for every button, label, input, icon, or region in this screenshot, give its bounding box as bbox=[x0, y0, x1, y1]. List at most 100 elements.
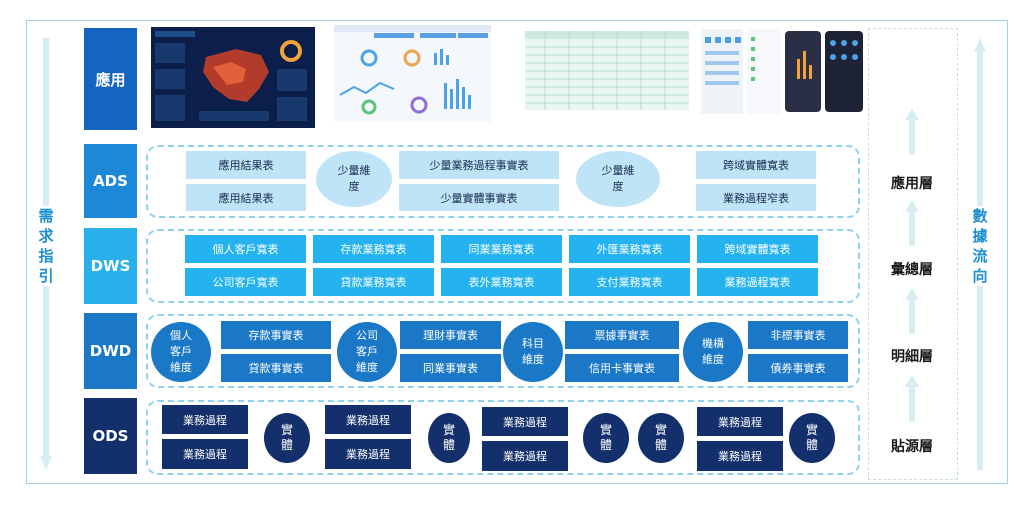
ods-process-box: 業務過程 bbox=[162, 405, 248, 434]
right-label-char: 流 bbox=[972, 247, 988, 265]
layer-name-source: 貼源層 bbox=[891, 439, 933, 455]
dws-table: 支付業務寬表 bbox=[569, 268, 690, 296]
dwd-dimension-text: 客戶 bbox=[356, 345, 378, 358]
layer-name-column bbox=[868, 28, 958, 480]
dws-table: 表外業務寬表 bbox=[441, 268, 562, 296]
dwd-dimension-text: 科目 bbox=[522, 337, 544, 350]
left-side-label: 需 求 指 引 bbox=[35, 206, 57, 286]
layer-label-app: 應用 bbox=[84, 28, 137, 130]
ods-entity-circle: 實 體 bbox=[264, 413, 310, 463]
ods-entity-text: 實 bbox=[805, 423, 818, 437]
ods-entity-text: 體 bbox=[442, 438, 455, 452]
dwd-table: 貸款事實表 bbox=[221, 354, 331, 382]
dws-table: 跨域實體寬表 bbox=[697, 235, 818, 263]
ods-group bbox=[146, 400, 860, 475]
ods-process-box: 業務過程 bbox=[697, 407, 783, 436]
mobile-screenshots bbox=[701, 29, 865, 114]
up-arrow-icon bbox=[905, 200, 919, 246]
report-screenshot-table bbox=[525, 31, 689, 110]
dwd-table: 同業事實表 bbox=[400, 354, 501, 382]
dwd-dimension-text: 維度 bbox=[522, 353, 544, 366]
dws-table: 貸款業務寬表 bbox=[313, 268, 434, 296]
dwd-table: 債券事實表 bbox=[748, 354, 848, 382]
dws-table: 公司客戶寬表 bbox=[185, 268, 306, 296]
dwd-dimension-text: 維度 bbox=[170, 361, 192, 374]
ads-dimension-text: 少量維 bbox=[337, 164, 371, 177]
ods-entity-text: 實 bbox=[280, 423, 293, 437]
dwd-dimension-text: 機構 bbox=[702, 337, 724, 350]
dwd-table: 存款事實表 bbox=[221, 321, 331, 349]
up-arrow-icon bbox=[905, 288, 919, 334]
up-arrow-icon bbox=[905, 108, 919, 154]
ads-dimension-text: 度 bbox=[348, 180, 360, 193]
layer-name-detail: 明細層 bbox=[891, 349, 933, 365]
ods-entity-text: 體 bbox=[654, 438, 667, 452]
dws-table: 外匯業務寬表 bbox=[569, 235, 690, 263]
ods-process-box: 業務過程 bbox=[482, 441, 568, 471]
ods-entity-circle: 實 體 bbox=[428, 413, 470, 463]
ods-entity-text: 體 bbox=[280, 438, 293, 452]
ods-entity-text: 體 bbox=[599, 438, 612, 452]
layer-name-app: 應用層 bbox=[891, 176, 933, 192]
left-label-char: 引 bbox=[38, 267, 54, 285]
left-label-char: 求 bbox=[38, 227, 54, 245]
dws-table: 存款業務寬表 bbox=[313, 235, 434, 263]
ads-table: 業務過程窄表 bbox=[696, 184, 816, 211]
dws-table: 個人客戶寬表 bbox=[185, 235, 306, 263]
ads-table: 少量實體事實表 bbox=[399, 184, 559, 211]
ods-entity-text: 實 bbox=[599, 423, 612, 437]
dwd-dimension-circle: 機構 維度 bbox=[683, 322, 743, 382]
ods-process-box: 業務過程 bbox=[325, 439, 411, 469]
dwd-dimension-circle: 公司 客戶 維度 bbox=[337, 322, 397, 382]
left-label-char: 需 bbox=[38, 207, 54, 225]
diagram-frame bbox=[26, 20, 1008, 484]
ods-entity-circle: 實 體 bbox=[789, 413, 835, 463]
layer-label-ods: ODS bbox=[84, 398, 137, 474]
dwd-table: 非標事實表 bbox=[748, 321, 848, 349]
right-side-label: 數 據 流 向 bbox=[969, 206, 991, 286]
up-arrow-icon bbox=[905, 375, 919, 421]
dwd-table: 理財事實表 bbox=[400, 321, 501, 349]
ads-table: 跨域實體寬表 bbox=[696, 151, 816, 179]
dwd-dimension-circle: 個人 客戶 維度 bbox=[151, 322, 211, 382]
dwd-dimension-text: 個人 bbox=[170, 329, 192, 342]
ods-entity-text: 實 bbox=[654, 423, 667, 437]
dwd-group bbox=[146, 314, 860, 388]
ads-dimension-text: 度 bbox=[612, 180, 624, 193]
dws-table: 業務過程寬表 bbox=[697, 268, 818, 296]
ads-dimension-ellipse: 少量維 度 bbox=[576, 151, 660, 207]
dashboard-screenshot-map bbox=[151, 27, 315, 128]
ads-dimension-ellipse: 少量維 度 bbox=[316, 151, 392, 207]
ods-process-box: 業務過程 bbox=[162, 439, 248, 469]
ods-process-box: 業務過程 bbox=[325, 405, 411, 434]
dws-table: 同業業務寬表 bbox=[441, 235, 562, 263]
ads-dimension-text: 少量維 bbox=[601, 164, 635, 177]
right-label-char: 據 bbox=[972, 227, 988, 245]
ods-entity-circle: 實 體 bbox=[638, 413, 684, 463]
ods-entity-text: 實 bbox=[442, 423, 455, 437]
layer-label-ads: ADS bbox=[84, 144, 137, 218]
left-label-char: 指 bbox=[38, 247, 54, 265]
right-label-char: 數 bbox=[972, 207, 988, 225]
ads-table: 應用結果表 bbox=[186, 184, 306, 211]
ods-entity-circle: 實 體 bbox=[583, 413, 629, 463]
dwd-dimension-text: 客戶 bbox=[170, 345, 192, 358]
dwd-dimension-text: 公司 bbox=[356, 329, 378, 342]
layer-name-summary: 彙總層 bbox=[891, 262, 933, 278]
ads-table: 少量業務過程事實表 bbox=[399, 151, 559, 179]
dwd-dimension-text: 維度 bbox=[702, 353, 724, 366]
ads-table: 應用結果表 bbox=[186, 151, 306, 179]
dwd-table: 信用卡事實表 bbox=[565, 354, 679, 382]
ads-group bbox=[146, 145, 860, 218]
layer-label-dwd: DWD bbox=[84, 313, 137, 389]
ods-entity-text: 體 bbox=[805, 438, 818, 452]
dwd-dimension-text: 維度 bbox=[356, 361, 378, 374]
dwd-dimension-circle: 科目 維度 bbox=[503, 322, 563, 382]
dws-group bbox=[146, 229, 860, 303]
layer-label-dws: DWS bbox=[84, 228, 137, 304]
right-label-char: 向 bbox=[972, 267, 988, 285]
dashboard-screenshot-charts bbox=[334, 25, 491, 122]
ods-process-box: 業務過程 bbox=[697, 441, 783, 471]
dwd-table: 票據事實表 bbox=[565, 321, 679, 349]
ods-process-box: 業務過程 bbox=[482, 407, 568, 436]
